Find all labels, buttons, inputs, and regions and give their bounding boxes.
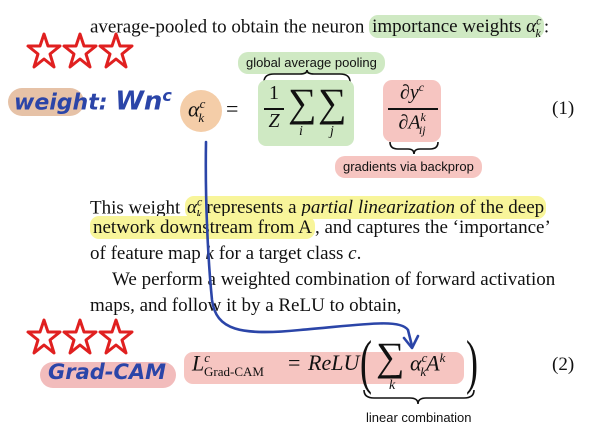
paragraph-line-3: of feature map k for a target class c. xyxy=(90,243,362,264)
paragraph-line-4: We perform a weighted combination of for… xyxy=(112,269,556,290)
highlight-alpha-represents: αck represents a partial linearization o… xyxy=(185,195,547,222)
label-gradients-via-backprop: gradients via backprop xyxy=(335,156,482,178)
sigma-i: ∑ xyxy=(288,80,317,125)
label-linear-combination: linear combination xyxy=(366,410,472,425)
equation-number-2: (2) xyxy=(552,354,575,375)
handwriting-highlight-2 xyxy=(40,362,176,388)
handwriting-highlight xyxy=(8,88,84,116)
frac-den: Z xyxy=(268,110,280,132)
paragraph-line-1: This weight αck represents a partial lin… xyxy=(90,195,547,222)
partial-bar xyxy=(388,108,438,110)
brace-top xyxy=(263,69,351,83)
paren-left: ( xyxy=(359,329,372,395)
partial-highlight xyxy=(383,80,441,142)
equation2-highlight xyxy=(184,352,464,384)
highlight-network-downstream: network downstream from A xyxy=(90,216,315,239)
text-line-importance: average-pooled to obtain the neuron impo… xyxy=(90,14,550,41)
sum-highlight xyxy=(258,80,354,146)
sigma-i-sub: i xyxy=(299,124,303,139)
sigma-j-sub: j xyxy=(330,124,334,139)
partial-den: ∂Akij xyxy=(398,110,426,137)
eq1-equals: = xyxy=(226,96,239,121)
handwriting-weight: weight: Wnc xyxy=(14,86,172,117)
brace-bottom xyxy=(389,141,439,155)
eq2-relu: ReLU xyxy=(308,350,360,375)
frac-num: 1 xyxy=(269,82,279,104)
partial-num: ∂yc xyxy=(399,80,425,104)
eq2-lhs: LcGrad-CAM xyxy=(192,350,264,379)
paragraph-line-5: maps, and follow it by a ReLU to obtain, xyxy=(90,295,402,316)
eq2-equals: = xyxy=(288,350,301,375)
equation-number-1: (1) xyxy=(552,98,575,119)
red-stars-icon xyxy=(26,318,134,355)
red-stars-icon xyxy=(26,32,134,69)
highlight-importance-weights: importance weights αck xyxy=(369,14,544,40)
sigma-j: ∑ xyxy=(318,80,347,125)
alpha-circle-highlight xyxy=(180,90,222,132)
paren-right: ) xyxy=(465,329,478,395)
paragraph-line-2: network downstream from A, and captures … xyxy=(90,216,551,239)
brace-linear xyxy=(363,389,475,405)
eq2-alpha-A: αckAk xyxy=(410,350,446,379)
frac-bar xyxy=(264,108,284,110)
label-global-average-pooling: global average pooling xyxy=(238,52,385,74)
sigma-k-sub: k xyxy=(389,378,396,393)
eq1-lhs: αck xyxy=(188,96,206,125)
sigma-k: ∑ xyxy=(376,334,405,379)
handwriting-grad-cam: Grad-CAM xyxy=(48,360,167,384)
